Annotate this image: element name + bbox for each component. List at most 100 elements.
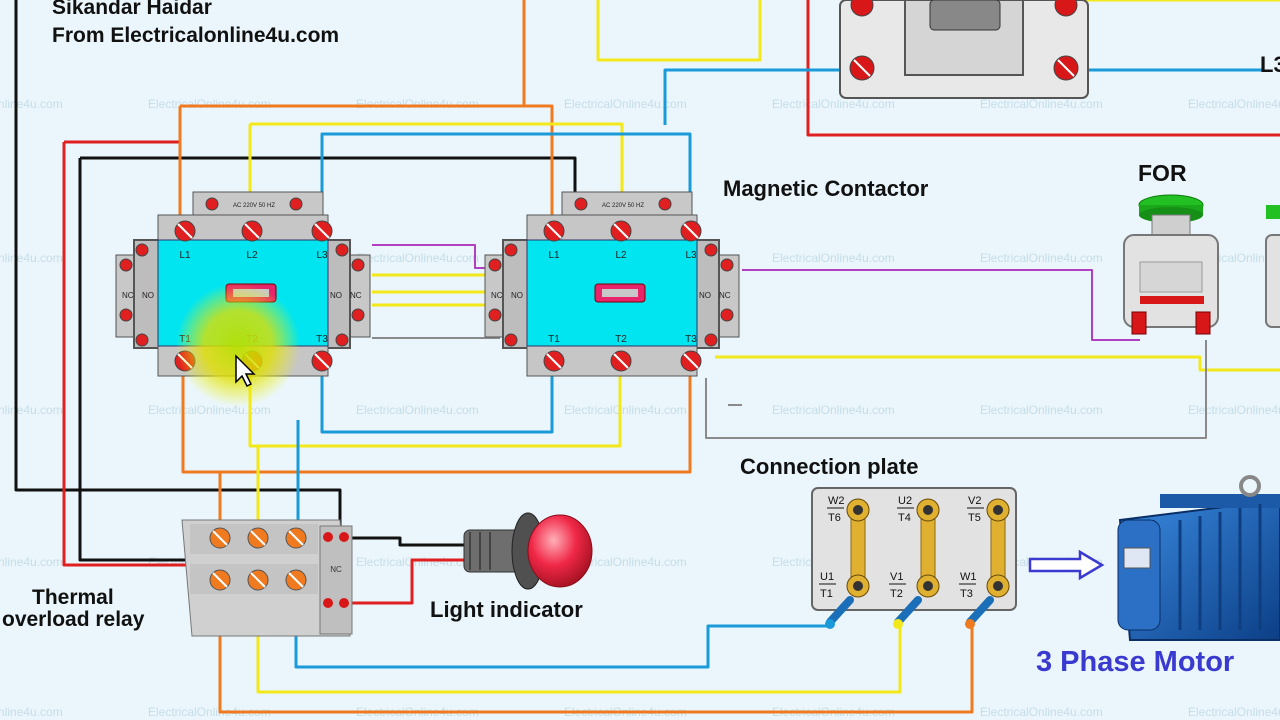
watermark-text: ElectricalOnline4u.com: [0, 251, 63, 265]
plate-label-top: T4: [898, 512, 911, 524]
aux-terminal: [335, 243, 349, 257]
coil-rating-label: AC 220V 50 HZ: [233, 203, 275, 209]
magnetic-contactor-label: Magnetic Contactor: [723, 176, 929, 201]
wire-blue-3: [320, 362, 554, 434]
watermark-text: ElectricalOnline4u.com: [564, 555, 687, 569]
aux-terminal: [504, 333, 518, 347]
terminal-label: T1: [548, 334, 560, 345]
watermark-text: ElectricalOnline4u.com: [356, 251, 479, 265]
terminal-screw-slot: [683, 223, 699, 239]
cable-lug-end: [893, 619, 903, 629]
aux-terminal: [704, 333, 718, 347]
nc-label: NC: [122, 291, 134, 300]
watermark-text: ElectricalOnline4u.com: [0, 705, 63, 719]
terminal-screw-slot: [244, 223, 260, 239]
aux-terminal: [335, 333, 349, 347]
connection-plate-label: Connection plate: [740, 454, 919, 479]
watermark-text: ElectricalOnline4u.com: [148, 705, 271, 719]
terminal-label: T2: [615, 334, 627, 345]
cable-lug: [894, 596, 922, 626]
terminal-screw-slot: [546, 223, 562, 239]
circuit-breaker: [839, 0, 1089, 99]
no-label: NO: [699, 291, 711, 300]
nc-label: NC: [719, 291, 731, 300]
aux-terminal: [351, 308, 365, 322]
watermark-text: ElectricalOnline4u.com: [356, 97, 479, 111]
mouse-cursor-icon: [235, 354, 256, 388]
terminal-screw-slot: [613, 223, 629, 239]
author-credit: Sikandar Haidar: [52, 0, 212, 19]
wire-gray-1: [705, 340, 1207, 439]
coil-terminal-a2: [658, 197, 672, 211]
plate-label-top: V2: [968, 495, 981, 507]
terminal-label: L3: [685, 250, 697, 261]
plate-terminal-bolt: [923, 505, 933, 515]
plate-terminal-bolt: [993, 505, 1003, 515]
aux-terminal: [119, 308, 133, 322]
thermal-relay-label-1: Thermal: [32, 586, 114, 609]
plate-label-bottom: V1: [890, 571, 903, 583]
terminal-screw-slot: [546, 353, 562, 369]
watermark-text: ElectricalOnline4u.com: [148, 97, 271, 111]
wire-orange-6: [218, 580, 974, 714]
plate-terminal-bolt: [923, 581, 933, 591]
terminal-label: L3: [316, 250, 328, 261]
wire-yellow-8: [715, 355, 1280, 372]
watermark-text: ElectricalOnline4u.com: [980, 251, 1103, 265]
terminal-screw-slot: [177, 223, 193, 239]
plate-label-top: U2: [898, 495, 912, 507]
light-indicator-label: Light indicator: [430, 597, 583, 622]
plate-terminal-bolt: [853, 505, 863, 515]
coil-terminal-a2: [289, 197, 303, 211]
aux-terminal: [488, 308, 502, 322]
plate-label-top: T5: [968, 512, 981, 524]
nc-label: NC: [491, 291, 503, 300]
terminal-label: T3: [316, 334, 328, 345]
terminal-screw-slot: [314, 353, 330, 369]
watermark-text: ElectricalOnline4u.com: [0, 97, 63, 111]
cable-lug-end: [825, 619, 835, 629]
wire-yellow-1: [596, 0, 762, 62]
motor-label: 3 Phase Motor: [1036, 646, 1235, 678]
wire-blue-2: [320, 132, 692, 228]
plate-label-top: T6: [828, 512, 841, 524]
nc-label: NC: [350, 291, 362, 300]
no-label: NO: [330, 291, 342, 300]
plate-terminal-bolt: [993, 581, 1003, 591]
watermark-text: ElectricalOnline4u.com: [980, 705, 1103, 719]
coil-rating-label: AC 220V 50 HZ: [602, 203, 644, 209]
watermark-text: ElectricalOnline4u.com: [356, 555, 479, 569]
plate-terminal-bolt: [853, 581, 863, 591]
terminal-screw-slot: [314, 223, 330, 239]
source-credit: From Electricalonline4u.com: [52, 24, 340, 47]
cursor-highlight: [176, 283, 300, 407]
watermark-text: ElectricalOnline4u.com: [772, 403, 895, 417]
no-label: NO: [511, 291, 523, 300]
aux-terminal: [119, 258, 133, 272]
wire-black-3: [80, 156, 577, 195]
forward-push-button[interactable]: [1123, 194, 1219, 335]
terminal-screw-slot: [613, 353, 629, 369]
second-push-button-partial: [1265, 205, 1280, 328]
aux-terminal: [488, 258, 502, 272]
aux-terminal: [504, 243, 518, 257]
light-indicator-lamp: [463, 512, 593, 590]
watermark-text: ElectricalOnline4u.com: [1188, 403, 1280, 417]
aux-terminal: [351, 258, 365, 272]
thermal-overload-relay: NC: [181, 519, 353, 637]
watermark-text: ElectricalOnline4u.com: [564, 403, 687, 417]
wire-red-3: [806, 0, 1280, 137]
plate-label-bottom: U1: [820, 571, 834, 583]
watermark-text: ElectricalOnline4u.com: [356, 403, 479, 417]
aux-terminal: [135, 333, 149, 347]
wire-orange-4: [181, 362, 692, 474]
watermark-text: ElectricalOnline4u.com: [772, 97, 895, 111]
watermark-text: ElectricalOnline4u.com: [980, 403, 1103, 417]
line-l3-label: L3: [1260, 52, 1280, 77]
plate-label-bottom: W1: [960, 571, 977, 583]
wire-purple-2: [742, 269, 1140, 341]
wire-red-4: [350, 558, 470, 605]
watermark-text: ElectricalOnline4u.com: [0, 403, 63, 417]
aux-terminal: [720, 308, 734, 322]
terminal-screw-slot: [683, 353, 699, 369]
